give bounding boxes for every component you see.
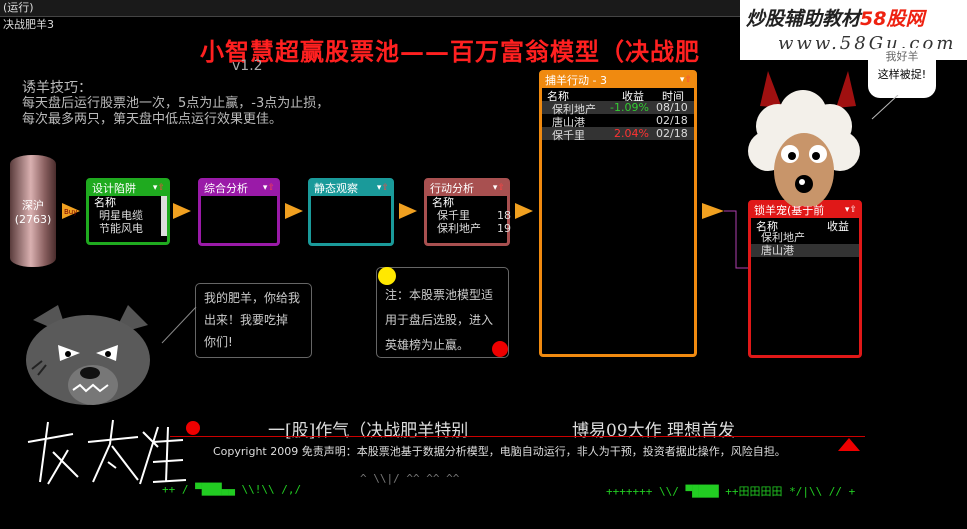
panel-header[interactable]: 行动分析 ▾⇧ (427, 181, 507, 196)
version-label: v1.2 (232, 58, 263, 74)
source-label: 深沪 (22, 199, 44, 212)
panel-menu-icon: ▾⇧ (492, 183, 505, 193)
flow-arrow-icon (285, 201, 303, 221)
panel-header[interactable]: 锁羊宠(基于前 ▾⇧ (751, 203, 859, 218)
status-bar: (运行) (0, 0, 967, 17)
note-bubble: 注：本股票池模型适 用于盘后选股，进入 英雄榜为止蠃。 (376, 267, 509, 358)
panel-header[interactable]: 捕羊行动 - 3 ▾⇧ (542, 73, 694, 88)
panel-static-watch[interactable]: 静态观察 ▾⇧ (308, 178, 394, 246)
flow-arrow-icon (702, 201, 724, 221)
decor-pattern-mid: ^ \\|/ ^^ ^^ ^^ (360, 472, 460, 485)
panel-title: 综合分析 (204, 182, 248, 195)
sheep-bubble-line2: 这样被捉! (877, 68, 927, 81)
table-row[interactable]: 保千里 2.04% 02/18 (542, 127, 694, 142)
table-row[interactable]: 保利地产 -1.09% 08/10 (542, 101, 694, 116)
panel-menu-icon: ▾⇧ (376, 183, 389, 193)
up-triangle-icon[interactable] (838, 438, 860, 452)
decor-pattern-left: ++ / ▀███▄▄ \\!\\ /,/ (162, 483, 302, 496)
panel-header[interactable]: 设计陷阱 ▾⇧ (89, 181, 167, 196)
status-label: (运行) (3, 1, 34, 14)
list-item[interactable]: 明星电缆 (99, 209, 143, 222)
flow-arrow-icon (173, 201, 191, 221)
slogan-right: 博易09大作 理想首发 (572, 421, 736, 441)
scrollbar[interactable] (161, 196, 167, 236)
table-header: 名称 收益 (756, 220, 849, 233)
sheep-character-icon (748, 71, 860, 206)
divider-line (170, 436, 865, 437)
list-item[interactable]: 唐山港 (751, 244, 859, 257)
panel-header[interactable]: 静态观察 ▾⇧ (311, 181, 391, 196)
panel-sheep-action[interactable]: 捕羊行动 - 3 ▾⇧ 名称 收益 时间 保利地产 -1.09% 08/10 唐山… (539, 70, 697, 357)
red-dot-icon (492, 341, 508, 357)
wolf-bubble-line3: 你们! (204, 335, 233, 349)
panel-title: 设计陷阱 (92, 182, 136, 195)
sheep-speech-bubble: 我好羊 这样被捉! (868, 48, 936, 98)
panel-design-trap[interactable]: 设计陷阱 ▾⇧ 名称 明星电缆 节能风电 (86, 178, 170, 245)
panel-menu-icon: ▾⇧ (844, 205, 857, 215)
wolf-character-icon (26, 305, 150, 405)
col-header-name: 名称 (432, 196, 454, 209)
col-header-name: 名称 (94, 196, 116, 209)
bubble-tail (161, 306, 197, 344)
note-line1: 注：本股票池模型适 (385, 288, 494, 302)
list-item[interactable]: 保利地产 (761, 231, 805, 244)
wolf-speech-bubble: 我的肥羊，你给我 出来！我要吃掉 你们! (195, 283, 312, 358)
panel-lock-sheep[interactable]: 锁羊宠(基于前 ▾⇧ 名称 收益 保利地产 唐山港 (748, 200, 862, 358)
source-count: (2763) (14, 213, 52, 226)
list-item[interactable]: 节能风电 (99, 222, 143, 235)
flow-arrow-icon (399, 201, 417, 221)
note-line2: 用于盘后选股，进入 (385, 313, 494, 327)
wolf-bubble-line2: 出来！我要吃掉 (204, 313, 289, 327)
panel-title: 捕羊行动 - 3 (545, 74, 607, 87)
brand-accent: 58股网 (860, 8, 925, 30)
stock-source-cylinder[interactable]: 深沪(2763) (10, 155, 56, 267)
svg-text:Buy: Buy (64, 208, 77, 216)
page-title: 小智慧超赢股票池——百万富翁模型（决战肥 (200, 37, 700, 66)
tips-block: 诱羊技巧： 每天盘后运行股票池一次，5点为止赢，-3点为止损， 每次最多两只，第… (22, 80, 329, 128)
bubble-tail (871, 95, 899, 120)
panel-comprehensive[interactable]: 综合分析 ▾⇧ (198, 178, 280, 246)
yellow-dot-icon (378, 267, 396, 285)
brand-line1: 炒股辅助教材58股网 (746, 8, 925, 30)
panel-menu-icon: ▾⇧ (152, 183, 165, 193)
slogan-left: 一[股]作气（决战肥羊特别 (268, 421, 469, 441)
panel-title: 锁羊宠(基于前 (754, 204, 825, 217)
connector-line (724, 210, 750, 269)
panel-title: 静态观察 (314, 182, 358, 195)
copyright-disclaimer: Copyright 2009 免责声明：本股票池基于数据分析模型，电脑自动运行，… (213, 445, 786, 458)
wolf-signature-handwriting (27, 419, 187, 485)
tips-line1: 每天盘后运行股票池一次，5点为止赢，-3点为止损， (22, 96, 330, 111)
panel-header[interactable]: 综合分析 ▾⇧ (201, 181, 277, 196)
red-dot-icon (186, 421, 200, 435)
note-line3: 英雄榜为止蠃。 (385, 338, 470, 352)
formula-name: 决战肥羊3 (3, 18, 54, 31)
panel-menu-icon: ▾⇧ (262, 183, 275, 193)
tips-line2: 每次最多两只，第天盘中低点运行效果更佳。 (22, 112, 283, 127)
table-header: 名称 收益 时间 (547, 90, 684, 103)
decor-pattern-right: +++++++ \\/ ▀████ ++田田田田 */|\\ // + (606, 485, 856, 498)
flow-arrow-icon (515, 201, 533, 221)
table-row[interactable]: 唐山港 02/18 (552, 114, 688, 129)
tips-title: 诱羊技巧： (22, 80, 92, 96)
sheep-bubble-line1: 我好羊 (885, 50, 919, 63)
flow-arrow-icon: Buy (62, 201, 80, 221)
panel-title: 行动分析 (430, 182, 474, 195)
wolf-bubble-line1: 我的肥羊，你给我 (204, 291, 301, 305)
panel-menu-icon: ▾⇧ (679, 75, 692, 85)
